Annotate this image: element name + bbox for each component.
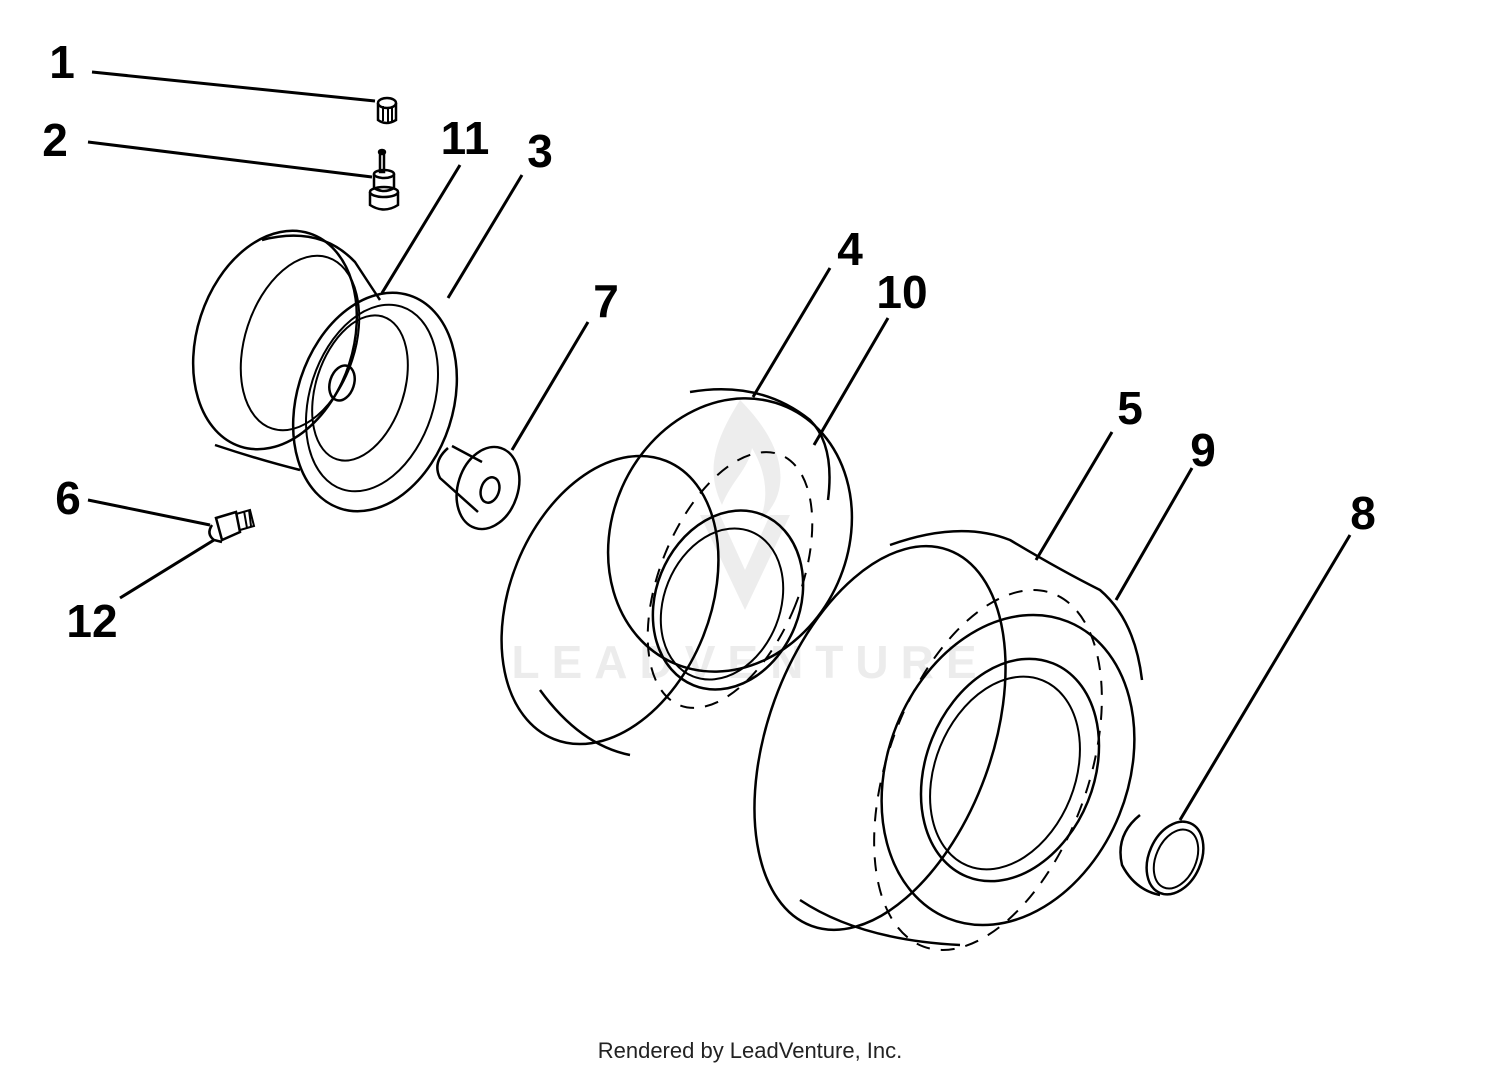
callout-11: 11	[441, 112, 490, 164]
leader-line-5	[1034, 431, 1114, 561]
callout-1: 1	[49, 36, 75, 88]
callout-8: 8	[1350, 487, 1376, 539]
watermark-flame-icon	[713, 400, 781, 520]
leader-line-2	[87, 140, 373, 179]
leader-line-11	[380, 164, 462, 294]
leader-line-3	[446, 174, 524, 299]
callout-12: 12	[66, 595, 117, 647]
callout-2: 2	[42, 114, 68, 166]
callout-3: 3	[527, 125, 553, 177]
leader-line-4	[751, 267, 832, 398]
part-valve-stem	[368, 148, 400, 211]
footer-attribution: Rendered by LeadVenture, Inc.	[597, 1038, 903, 1063]
callout-10: 10	[876, 266, 927, 318]
leader-lines	[87, 70, 1352, 821]
callout-labels: 1 2 11 3 7 4 10 5 9 8 6 12	[42, 36, 1376, 647]
part-wheel-rim	[191, 229, 459, 513]
callout-6: 6	[55, 472, 81, 524]
leader-line-1	[91, 70, 376, 103]
watermark-brand: LEADVENTURE	[511, 636, 988, 688]
part-rear-tire	[753, 529, 1144, 951]
part-grease-fitting	[208, 508, 256, 544]
callout-4: 4	[837, 223, 863, 275]
leader-line-10	[812, 317, 890, 446]
part-valve-cap	[376, 96, 398, 125]
leader-line-8	[1178, 534, 1352, 821]
leadventure-watermark: LEADVENTURE	[511, 400, 988, 688]
callout-9: 9	[1190, 424, 1216, 476]
callout-5: 5	[1117, 382, 1143, 434]
part-bushing	[436, 444, 521, 531]
leader-line-7	[510, 321, 590, 451]
part-front-tire	[500, 388, 854, 757]
leader-line-12	[119, 538, 215, 600]
leader-line-9	[1114, 467, 1194, 601]
callout-7: 7	[593, 275, 619, 327]
leader-line-6	[87, 498, 211, 527]
part-hub-cap	[1119, 814, 1205, 897]
watermark-v-icon	[700, 515, 790, 610]
